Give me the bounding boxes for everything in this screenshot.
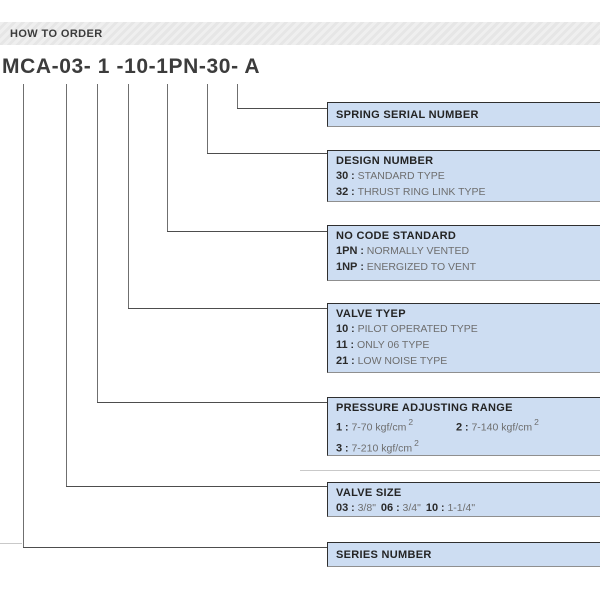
option-separator: : <box>348 502 358 514</box>
connector-spring-serial-number-vertical <box>237 84 238 108</box>
connector-design-number-horizontal <box>207 153 328 154</box>
option-separator: : <box>348 355 358 367</box>
section-header: HOW TO ORDER <box>0 22 600 45</box>
superscript: 2 <box>408 417 414 427</box>
option-description: 7-140 kgf/cm <box>471 421 533 434</box>
divider-line <box>0 543 22 544</box>
option-separator: : <box>342 442 352 454</box>
option-code: 3 <box>336 442 343 454</box>
spec-box-series-number: SERIES NUMBER <box>327 542 600 567</box>
spec-option: 10 : 1-1/4" <box>426 500 475 516</box>
spec-option: 03 : 3/8" <box>336 500 376 516</box>
section-title: HOW TO ORDER <box>10 27 103 40</box>
spec-option: 1NP : ENERGIZED TO VENT <box>336 259 476 275</box>
connector-pressure-adjusting-range-horizontal <box>97 402 328 403</box>
spec-option-row: 1NP : ENERGIZED TO VENT <box>336 259 600 275</box>
option-code: 30 <box>336 170 349 182</box>
option-separator: : <box>348 323 358 335</box>
option-code: 10 <box>425 502 439 514</box>
option-description: ENERGIZED TO VENT <box>366 261 477 273</box>
option-description: ONLY 06 TYPE <box>356 339 430 351</box>
option-description: 7-70 kgf/cm <box>351 421 407 434</box>
connector-valve-tyep-horizontal <box>128 308 328 309</box>
option-code: 11 <box>336 339 348 351</box>
spec-option: 32 : THRUST RING LINK TYPE <box>336 184 486 200</box>
connector-valve-tyep-vertical <box>128 84 129 308</box>
option-separator: : <box>438 502 448 514</box>
spec-option: 1PN : NORMALLY VENTED <box>336 243 469 259</box>
option-description: 1-1/4" <box>447 502 476 514</box>
connector-pressure-adjusting-range-vertical <box>97 84 98 402</box>
option-description: LOW NOISE TYPE <box>357 355 448 367</box>
spec-option: 06 : 3/4" <box>381 500 421 516</box>
model-number: MCA-03- 1 -10-1PN-30- A <box>2 55 261 78</box>
connector-no-code-standard-horizontal <box>167 231 328 232</box>
spec-box-title: SPRING SERIAL NUMBER <box>336 108 479 121</box>
option-separator: : <box>357 245 367 257</box>
superscript: 2 <box>414 437 419 448</box>
spec-option-row: 11 : ONLY 06 TYPE <box>336 337 600 353</box>
spec-option-row: 21 : LOW NOISE TYPE <box>336 353 600 369</box>
option-code: 21 <box>336 355 349 367</box>
option-separator: : <box>357 261 367 273</box>
option-separator: : <box>348 186 358 198</box>
option-separator: : <box>347 339 357 351</box>
spec-box-title: DESIGN NUMBER <box>336 155 434 167</box>
spec-box-title: VALVE TYEP <box>336 308 406 320</box>
option-code: 06 <box>380 502 394 514</box>
connector-series-number-vertical <box>23 84 24 547</box>
option-description: STANDARD TYPE <box>357 170 445 182</box>
connector-series-number-horizontal <box>23 547 328 548</box>
option-code: 1 <box>336 421 343 434</box>
option-separator: : <box>462 421 472 434</box>
spec-option: 11 : ONLY 06 TYPE <box>336 337 429 353</box>
spec-option: 10 : PILOT OPERATED TYPE <box>336 321 478 337</box>
spec-option-row: 03 : 3/8" 06 : 3/4" 10 : 1-1/4" <box>336 500 600 516</box>
option-code: 2 <box>456 421 463 434</box>
connector-valve-size-horizontal <box>66 486 328 487</box>
superscript: 2 <box>534 417 539 427</box>
option-code: 03 <box>336 502 349 514</box>
connector-spring-serial-number-horizontal <box>237 108 328 109</box>
option-description: NORMALLY VENTED <box>366 245 470 257</box>
option-code: 32 <box>336 186 349 198</box>
spec-option: 30 : STANDARD TYPE <box>336 168 445 184</box>
option-description: 3/8" <box>357 502 376 514</box>
connector-design-number-vertical <box>207 84 208 153</box>
option-code: 10 <box>336 323 349 335</box>
option-description: PILOT OPERATED TYPE <box>357 323 478 335</box>
spec-option-row: 1PN : NORMALLY VENTED <box>336 243 600 259</box>
option-description: 3/4" <box>402 502 421 514</box>
spec-box-title: NO CODE STANDARD <box>336 230 457 242</box>
spec-option-row: 30 : STANDARD TYPE <box>336 168 600 184</box>
connector-valve-size-vertical <box>66 84 67 486</box>
divider-line <box>300 470 600 471</box>
spec-option-row: 10 : PILOT OPERATED TYPE <box>336 321 600 337</box>
spec-option: 21 : LOW NOISE TYPE <box>336 353 447 369</box>
option-description: 7-210 kgf/cm <box>351 442 413 454</box>
spec-box-spring-serial-number: SPRING SERIAL NUMBER <box>327 102 600 127</box>
option-code: 1PN <box>336 245 358 257</box>
spec-box-title: VALVE SIZE <box>336 487 402 499</box>
option-separator: : <box>342 421 352 434</box>
connector-no-code-standard-vertical <box>167 84 168 231</box>
option-separator: : <box>348 170 358 182</box>
option-description: THRUST RING LINK TYPE <box>357 186 486 198</box>
spec-box-title: SERIES NUMBER <box>336 548 432 561</box>
spec-option-row: 32 : THRUST RING LINK TYPE <box>336 184 600 200</box>
option-code: 1NP <box>336 261 358 273</box>
spec-box-title: PRESSURE ADJUSTING RANGE <box>336 402 513 414</box>
option-separator: : <box>393 502 403 514</box>
